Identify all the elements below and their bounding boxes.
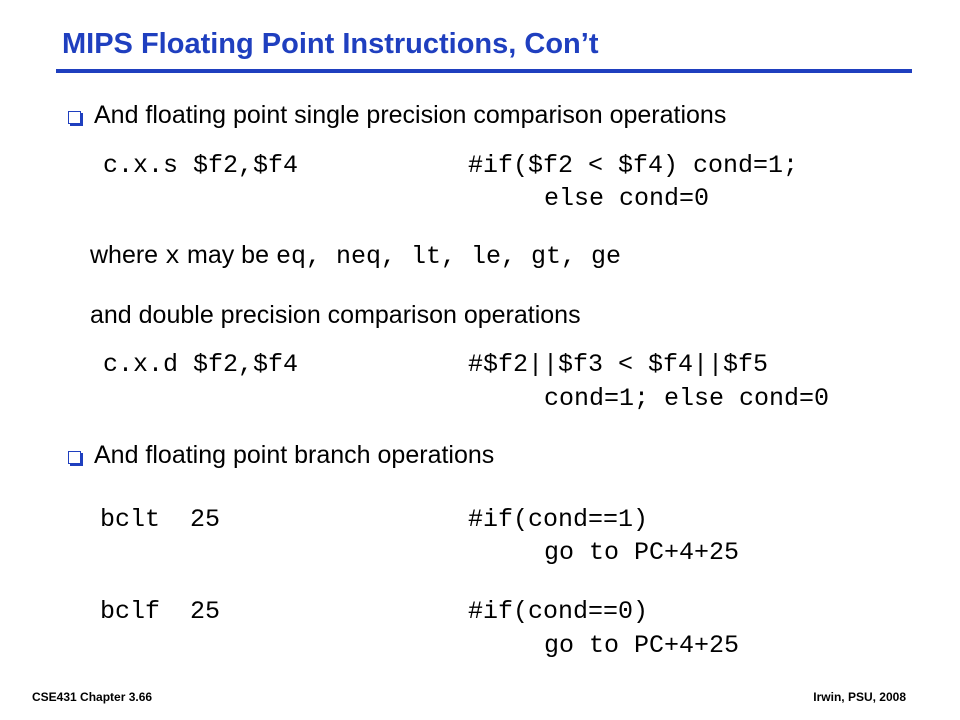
title-underline	[56, 69, 912, 73]
branch-false-comment-line2: go to PC+4+25	[544, 631, 740, 660]
double-precision-intro: and double precision comparison operatio…	[90, 301, 581, 329]
double-precision-instruction: c.x.d $f2,$f4	[103, 350, 299, 379]
footer-course: CSE431 Chapter 3.66	[32, 690, 153, 704]
bullet-text: And floating point branch operations	[94, 441, 495, 469]
double-precision-comment-line1: #$f2||$f3 < $f4||$f5	[468, 350, 769, 379]
branch-true-instruction: bclt 25	[100, 505, 221, 534]
square-bullet-icon	[68, 451, 81, 464]
comparison-ops: eq, neq, lt, le, gt, ge	[275, 242, 621, 271]
double-precision-comment-line2: cond=1; else cond=0	[544, 384, 830, 413]
single-precision-instruction: c.x.s $f2,$f4	[103, 151, 299, 180]
where-prefix: where	[90, 241, 166, 269]
bullet-text: And floating point single precision comp…	[94, 101, 727, 129]
branch-false-instruction: bclf 25	[100, 597, 221, 626]
branch-true-comment-line1: #if(cond==1)	[468, 505, 649, 534]
single-precision-comment-line2: else cond=0	[544, 184, 710, 213]
slide-title: MIPS Floating Point Instructions, Con’t	[62, 28, 599, 60]
branch-true-comment-line2: go to PC+4+25	[544, 538, 740, 567]
footer-author: Irwin, PSU, 2008	[813, 690, 906, 704]
single-precision-comment-line1: #if($f2 < $f4) cond=1;	[468, 151, 799, 180]
branch-false-comment-line1: #if(cond==0)	[468, 597, 649, 626]
where-middle: may be	[180, 241, 276, 269]
where-line: where x may be eq, neq, lt, le, gt, ge	[90, 241, 621, 271]
square-bullet-icon	[68, 111, 81, 124]
where-variable: x	[165, 242, 181, 271]
